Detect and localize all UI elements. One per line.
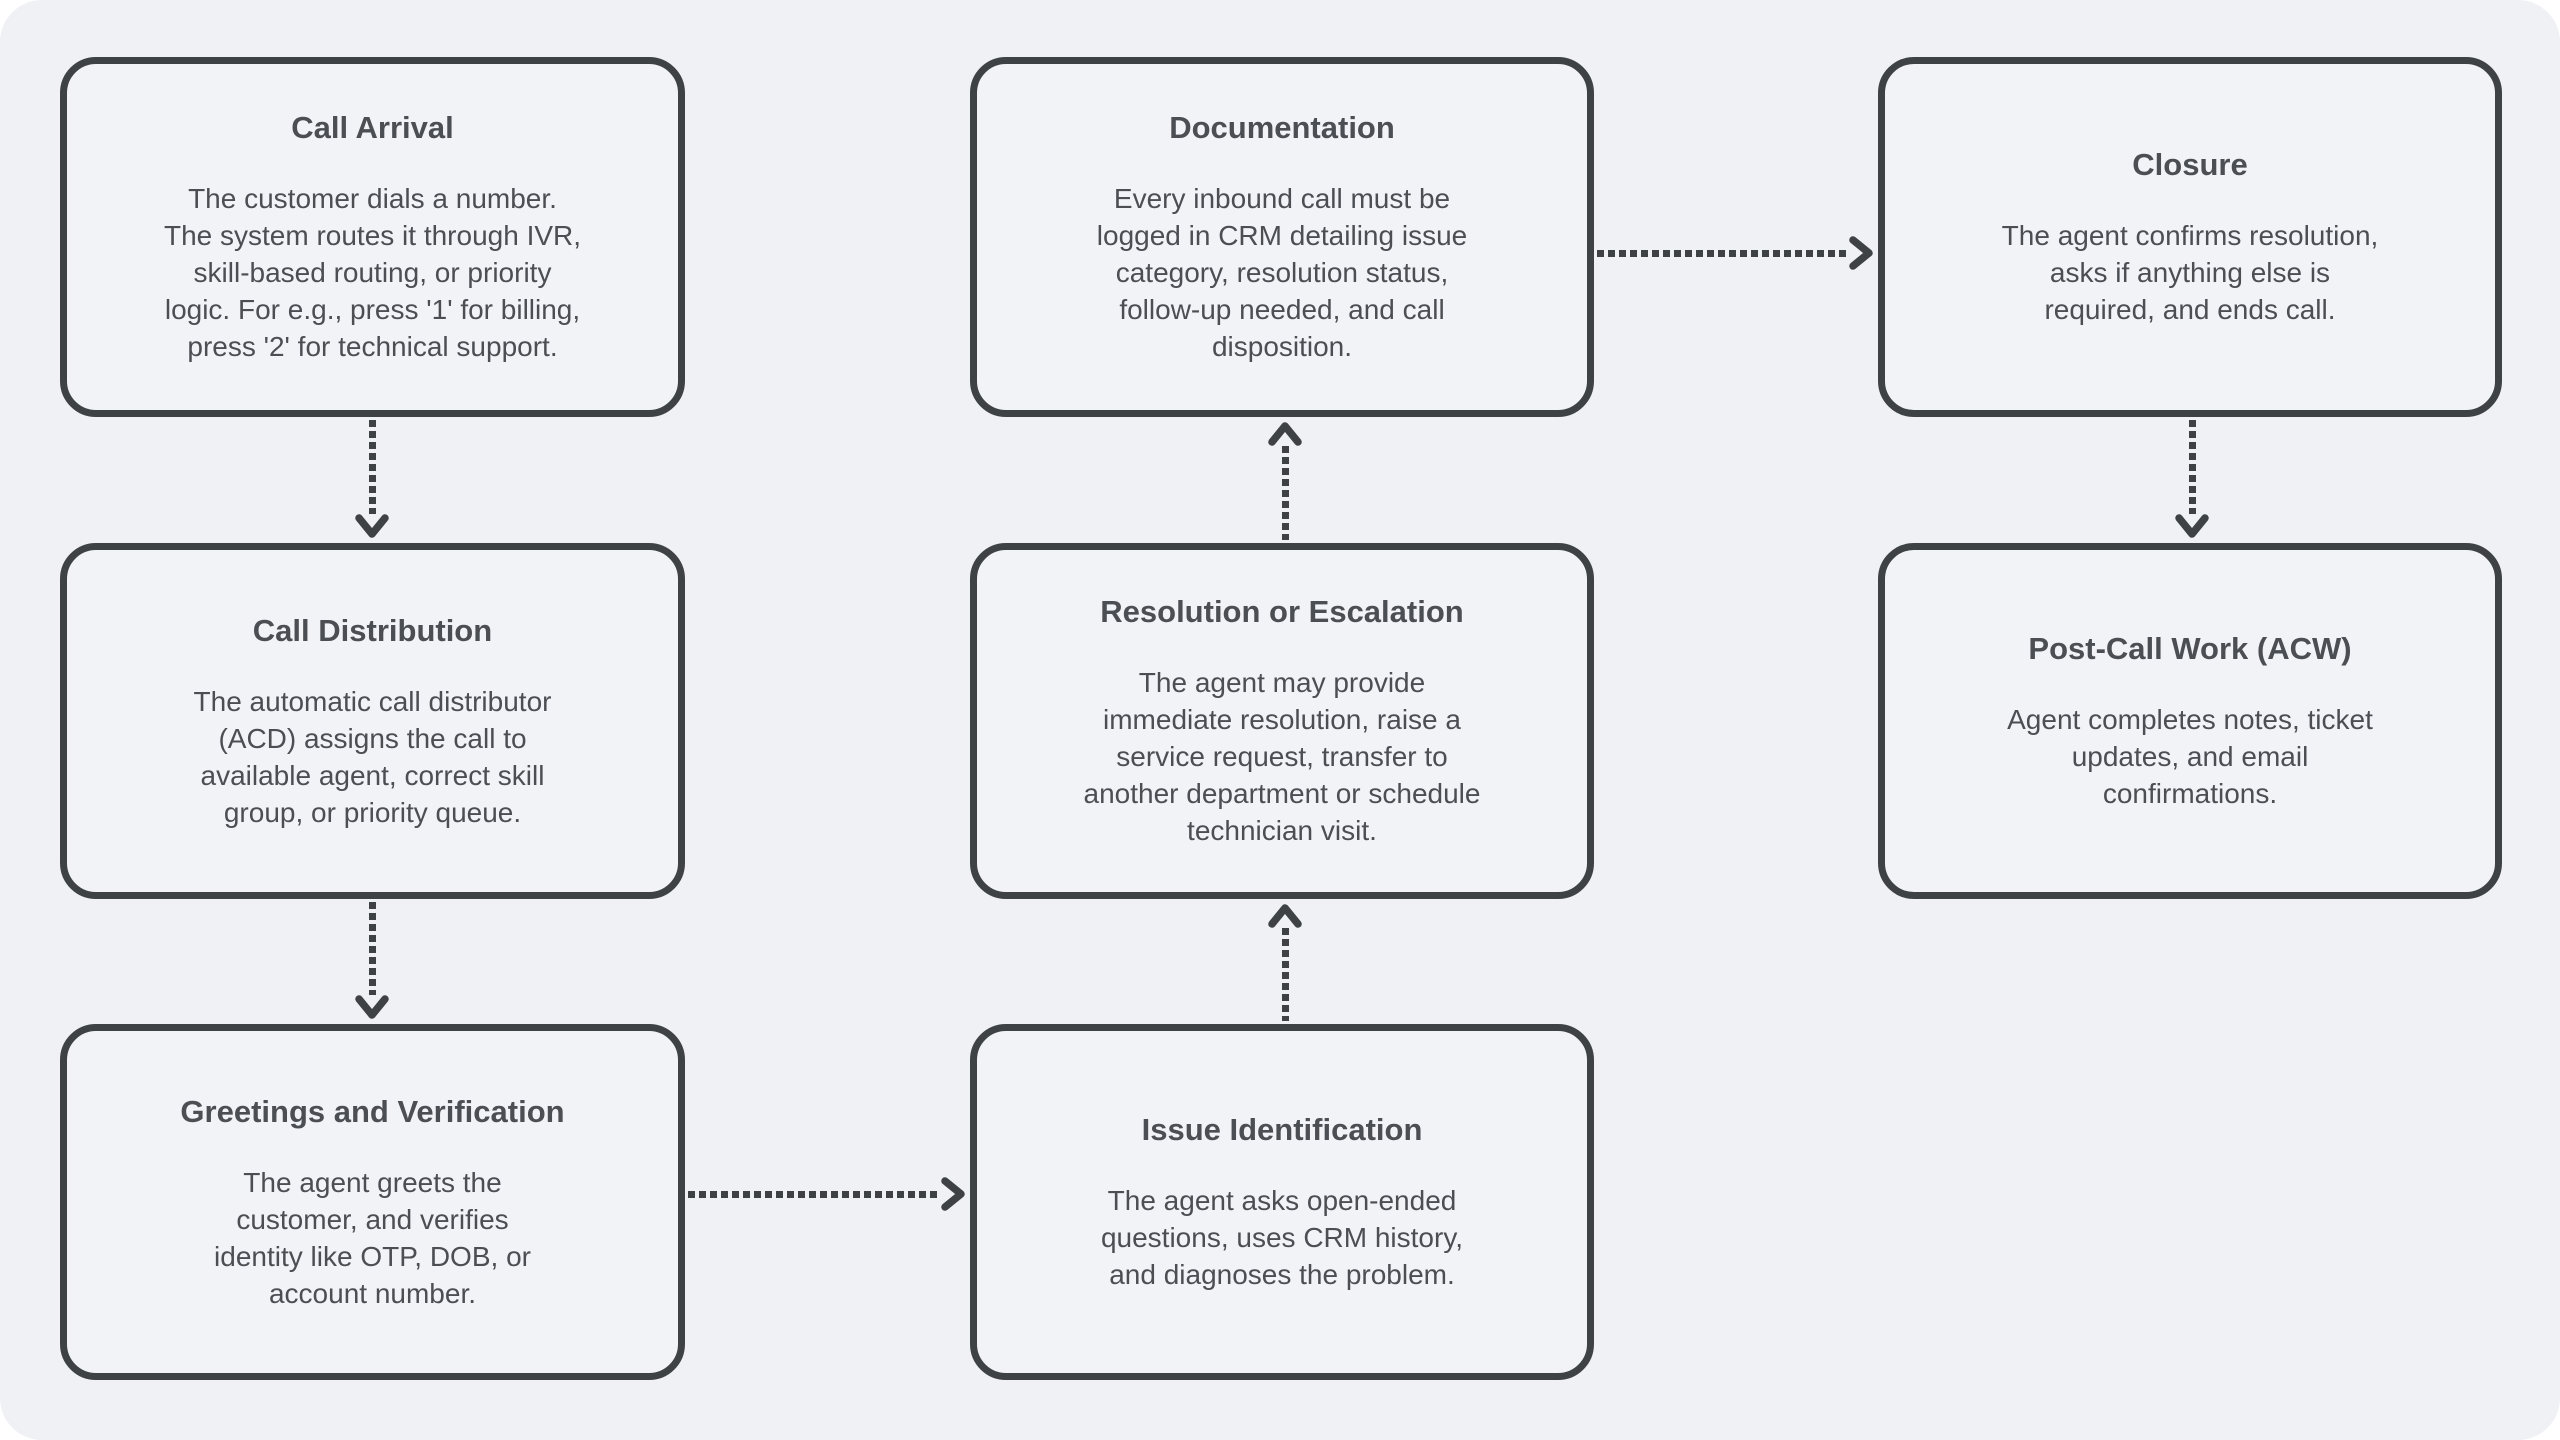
node-call-distribution: Call Distribution The automatic call dis… bbox=[60, 543, 685, 899]
dotted-line bbox=[688, 1190, 941, 1198]
node-title-call-distribution: Call Distribution bbox=[252, 612, 493, 648]
node-post-call-work: Post-Call Work (ACW) Agent completes not… bbox=[1878, 543, 2502, 899]
dotted-line bbox=[1281, 446, 1289, 540]
arrowhead-right-icon bbox=[941, 1177, 965, 1211]
node-body-call-arrival: The customer dials a number. The system … bbox=[163, 183, 582, 362]
node-title-post-call-work: Post-Call Work (ACW) bbox=[2028, 631, 2352, 666]
node-title-issue-identification: Issue Identification bbox=[1141, 1112, 1423, 1147]
arrow-call-arrival-to-call-distribution bbox=[354, 420, 390, 540]
arrow-resolution-to-documentation bbox=[1267, 420, 1303, 540]
node-body-resolution-or-escalation: The agent may provide immediate resoluti… bbox=[1083, 667, 1481, 846]
node-body-documentation: Every inbound call must be logged in CRM… bbox=[1096, 183, 1468, 362]
arrowhead-right-icon bbox=[1849, 236, 1873, 270]
node-body-greetings-and-verification: The agent greets the customer, and verif… bbox=[214, 1166, 531, 1309]
node-body-closure: The agent confirms resolution, asks if a… bbox=[2001, 220, 2379, 325]
arrowhead-down-icon bbox=[355, 995, 389, 1019]
node-resolution-or-escalation: Resolution or Escalation The agent may p… bbox=[970, 543, 1594, 899]
node-title-greetings-and-verification: Greetings and Verification bbox=[180, 1093, 565, 1129]
dotted-line bbox=[368, 902, 376, 995]
node-greetings-and-verification: Greetings and Verification The agent gre… bbox=[60, 1024, 685, 1380]
node-title-resolution-or-escalation: Resolution or Escalation bbox=[1100, 594, 1464, 629]
dotted-line bbox=[368, 420, 376, 514]
node-body-post-call-work: Agent completes notes, ticket updates, a… bbox=[2007, 704, 2373, 809]
node-title-documentation: Documentation bbox=[1169, 110, 1395, 145]
arrowhead-down-icon bbox=[2175, 514, 2209, 538]
arrow-call-distribution-to-greetings bbox=[354, 902, 390, 1021]
arrow-closure-to-post-call-work bbox=[2174, 420, 2210, 540]
node-title-call-arrival: Call Arrival bbox=[291, 110, 454, 145]
dotted-line bbox=[1281, 928, 1289, 1021]
node-documentation: Documentation Every inbound call must be… bbox=[970, 57, 1594, 417]
arrowhead-down-icon bbox=[355, 514, 389, 538]
arrow-documentation-to-closure bbox=[1597, 235, 1875, 271]
dotted-line bbox=[1597, 249, 1849, 257]
node-issue-identification: Issue Identification The agent asks open… bbox=[970, 1024, 1594, 1380]
node-body-call-distribution: The automatic call distributor (ACD) ass… bbox=[193, 685, 552, 828]
dotted-line bbox=[2188, 420, 2196, 514]
node-call-arrival: Call Arrival The customer dials a number… bbox=[60, 57, 685, 417]
arrowhead-up-icon bbox=[1268, 422, 1302, 446]
node-closure: Closure The agent confirms resolution, a… bbox=[1878, 57, 2502, 417]
arrow-issue-identification-to-resolution bbox=[1267, 902, 1303, 1021]
arrowhead-up-icon bbox=[1268, 904, 1302, 928]
node-title-closure: Closure bbox=[2132, 147, 2248, 182]
arrow-greetings-to-issue-identification bbox=[688, 1176, 967, 1212]
node-body-issue-identification: The agent asks open-ended questions, use… bbox=[1100, 1185, 1464, 1290]
